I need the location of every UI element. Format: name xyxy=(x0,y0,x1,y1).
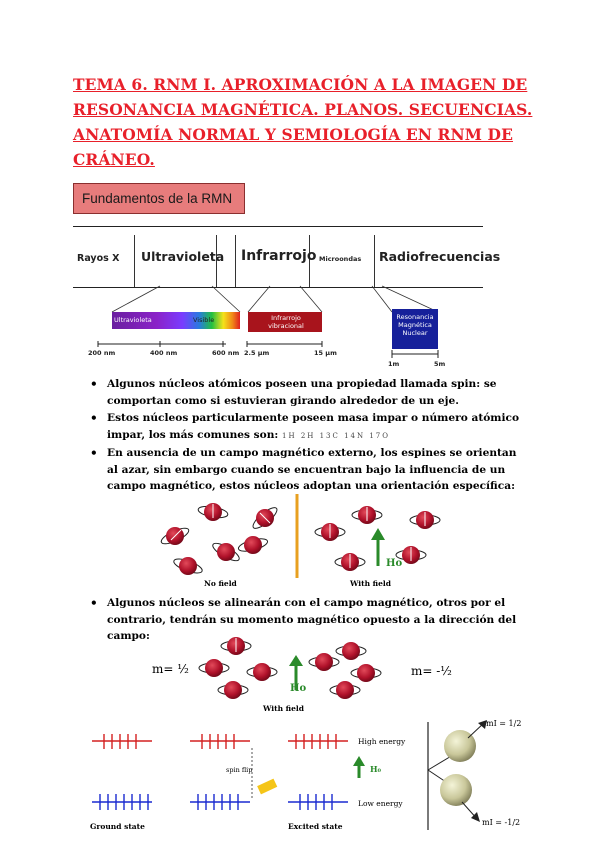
bullet-list-1: Algunos núcleos atómicos poseen una prop… xyxy=(90,376,530,495)
spectrum-band: Rayos X Ultravioleta Infrarrojo Microond… xyxy=(73,226,500,288)
ir-vibrational-bar xyxy=(248,312,322,332)
field-symbol-2: Ho xyxy=(290,683,307,694)
page-title: TEMA 6. RNM I. APROXIMACIÓN A LA IMAGEN … xyxy=(73,75,533,169)
excited-state-label: Excited state xyxy=(288,822,343,831)
band-ir: Infrarrojo xyxy=(241,248,317,264)
uv-visible-bar xyxy=(112,312,240,329)
bar-nmr-label: Resonancia Magnética Nuclear xyxy=(396,313,434,337)
scale-2-5um: 2.5 µm xyxy=(244,349,270,357)
m-down-label: m= -½ xyxy=(411,664,452,678)
scale-15um: 15 µm xyxy=(314,349,337,357)
scale-400nm: 400 nm xyxy=(150,349,178,357)
scale-200nm: 200 nm xyxy=(88,349,116,357)
no-field-label: No field xyxy=(204,579,237,588)
scale-1m: 1m xyxy=(388,360,400,368)
band-xray: Rayos X xyxy=(77,253,120,264)
mi-up-label: mI = 1/2 xyxy=(486,719,522,728)
scale-5m: 5m xyxy=(434,360,446,368)
high-energy-levels xyxy=(92,734,348,749)
bar-ir-label: Infrarrojo vibracional xyxy=(268,314,304,330)
bullet-item: Algunos núcleos atómicos poseen una prop… xyxy=(90,376,530,409)
bar-visible-label: Visible xyxy=(193,316,215,324)
spin-flip-label: spin flip xyxy=(226,766,253,774)
low-energy-label: Low energy xyxy=(358,799,403,808)
h0-label: H₀ xyxy=(370,764,382,774)
bullet-item: En ausencia de un campo magnético extern… xyxy=(90,445,530,495)
band-radio: Radiofrecuencias xyxy=(379,249,501,264)
section-heading: Fundamentos de la RMN xyxy=(73,183,245,214)
ground-state-label: Ground state xyxy=(90,822,145,831)
band-uv: Ultravioleta xyxy=(141,249,225,264)
band-microwave: Microondas xyxy=(319,255,362,263)
m-up-label: m= ½ xyxy=(152,662,189,676)
with-field-label-1: With field xyxy=(350,579,391,588)
field-symbol-1: Ho xyxy=(386,558,403,569)
high-energy-label: High energy xyxy=(358,737,406,746)
with-field-label-2: With field xyxy=(263,704,304,713)
nmr-bar xyxy=(392,309,438,349)
mi-down-label: mI = -1/2 xyxy=(482,818,521,827)
bullet-item: Algunos núcleos se alinearán con el camp… xyxy=(90,595,530,645)
low-energy-levels xyxy=(92,794,348,810)
bullet-item: Estos núcleos particularmente poseen mas… xyxy=(90,410,530,444)
isotope-list: 1H 2H 13C 14N 17O xyxy=(282,431,390,440)
scale-600nm: 600 nm xyxy=(212,349,240,357)
bullet-list-2: Algunos núcleos se alinearán con el camp… xyxy=(90,595,530,645)
bar-uv-label: Ultravioleta xyxy=(114,316,152,324)
no-field-nuclei xyxy=(160,503,278,575)
with-field-nuclei xyxy=(314,506,441,571)
